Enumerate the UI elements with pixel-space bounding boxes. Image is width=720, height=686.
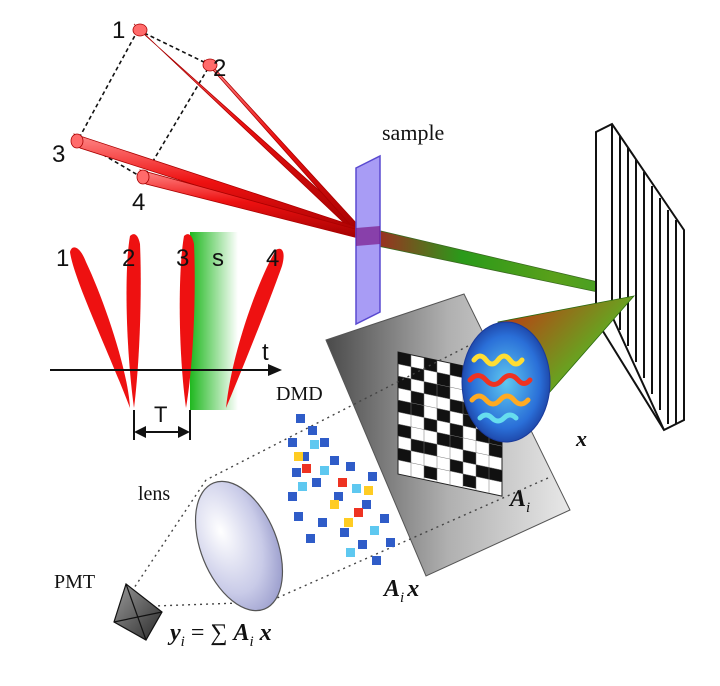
pulse-label-4: 4 bbox=[266, 245, 279, 272]
x-label: x bbox=[575, 426, 587, 451]
beam-label-1: 1 bbox=[112, 17, 125, 44]
time-axis bbox=[50, 364, 282, 376]
sample-plate bbox=[355, 154, 381, 326]
lens-label: lens bbox=[138, 483, 170, 505]
lens bbox=[194, 480, 284, 612]
ai-label: Ai bbox=[508, 486, 530, 516]
pulse-2 bbox=[126, 234, 141, 408]
incoming-beams bbox=[70, 23, 369, 241]
period-label: T bbox=[154, 402, 167, 427]
pulse-label-2: 2 bbox=[122, 245, 135, 272]
pulse-3 bbox=[179, 234, 195, 408]
period-marker bbox=[133, 410, 191, 440]
pmt-label: PMT bbox=[54, 571, 95, 593]
time-label: t bbox=[262, 339, 269, 366]
pulse-label-1: 1 bbox=[56, 245, 69, 272]
spectral-spot bbox=[461, 321, 551, 443]
beam-label-2: 2 bbox=[213, 55, 226, 82]
pulse-train bbox=[70, 234, 284, 408]
pulse-label-3: 3 bbox=[176, 245, 189, 272]
measurement-equation: yi = ∑ Ai x bbox=[167, 620, 272, 650]
pulse-1 bbox=[70, 247, 130, 408]
dmd-label: DMD bbox=[276, 383, 323, 405]
signal-window bbox=[190, 232, 238, 410]
pmt-detector bbox=[113, 582, 163, 641]
wavefront-dashes bbox=[76, 29, 212, 179]
masked-pattern bbox=[288, 414, 395, 565]
signal-label: s bbox=[212, 245, 224, 272]
pulse-4 bbox=[226, 248, 284, 408]
sample-label: sample bbox=[382, 120, 444, 145]
beam-label-4: 4 bbox=[132, 189, 145, 216]
grating bbox=[595, 122, 685, 432]
beam-label-3: 3 bbox=[52, 141, 65, 168]
